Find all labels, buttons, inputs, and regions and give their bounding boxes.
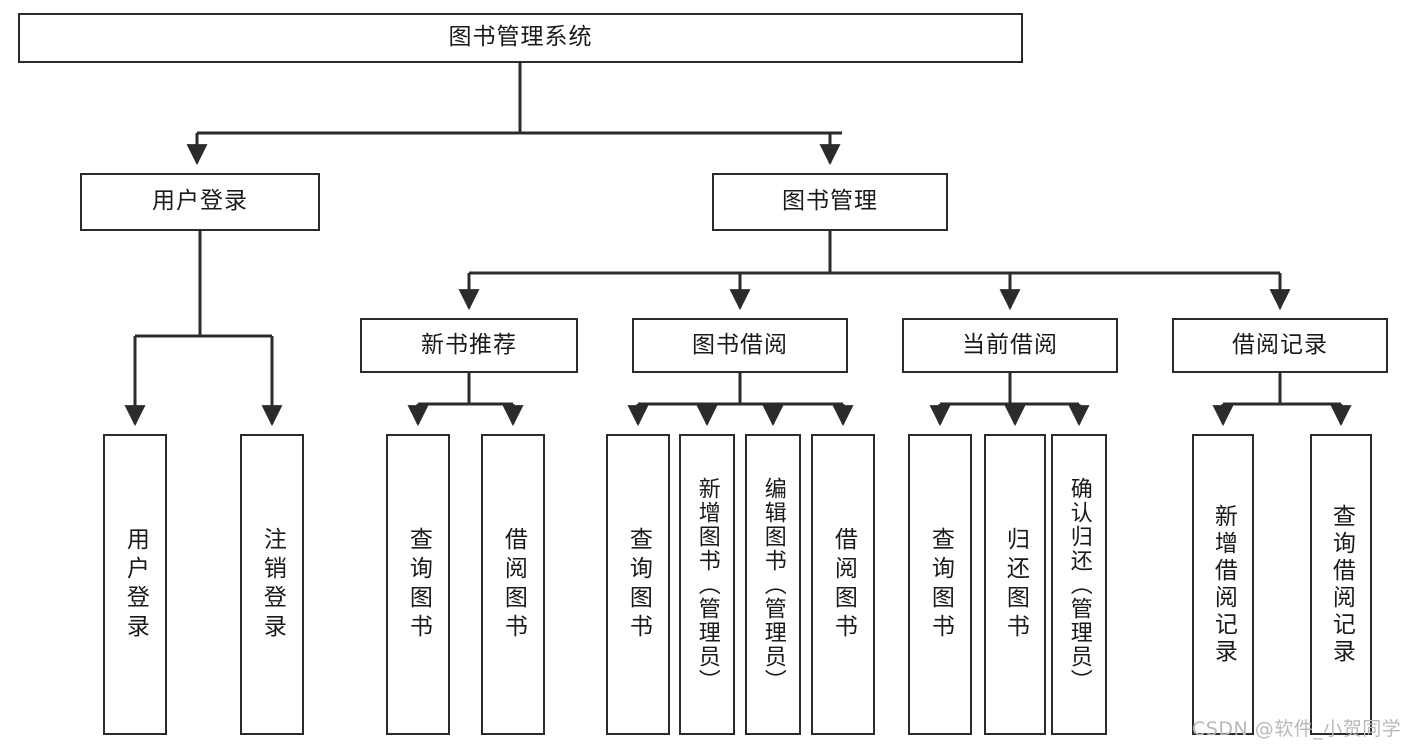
leaf-return-book[interactable]: 归还图书 bbox=[984, 434, 1046, 735]
leaf-query-record-label: 查询借阅记录 bbox=[1328, 503, 1355, 666]
leaf-query-book-2-label: 查询图书 bbox=[625, 526, 652, 643]
leaf-return-book-label: 归还图书 bbox=[1002, 526, 1029, 643]
node-book-borrow[interactable]: 图书借阅 bbox=[632, 318, 848, 373]
leaf-borrow-book-1-label: 借阅图书 bbox=[500, 526, 527, 643]
node-borrow-record-label: 借阅记录 bbox=[1232, 331, 1328, 358]
node-user-login-label: 用户登录 bbox=[152, 188, 248, 215]
leaf-query-book-1-label: 查询图书 bbox=[405, 526, 432, 643]
node-new-book-recommend[interactable]: 新书推荐 bbox=[360, 318, 578, 373]
node-root-label: 图书管理系统 bbox=[448, 24, 593, 51]
leaf-logout-login[interactable]: 注销登录 bbox=[240, 434, 304, 735]
leaf-logout-login-label: 注销登录 bbox=[259, 526, 286, 643]
leaf-add-book[interactable]: 新增图书（管理员） bbox=[679, 434, 735, 735]
node-new-book-recommend-label: 新书推荐 bbox=[421, 331, 517, 358]
leaf-edit-book-label: 编辑图书（管理员） bbox=[760, 476, 786, 693]
leaf-add-record-label: 新增借阅记录 bbox=[1210, 503, 1237, 666]
leaf-user-login-label: 用户登录 bbox=[122, 526, 149, 643]
leaf-borrow-book-2-label: 借阅图书 bbox=[830, 526, 857, 643]
leaf-borrow-book-1[interactable]: 借阅图书 bbox=[481, 434, 545, 735]
leaf-add-record[interactable]: 新增借阅记录 bbox=[1192, 434, 1254, 735]
node-book-manage[interactable]: 图书管理 bbox=[712, 173, 948, 231]
leaf-query-book-3[interactable]: 查询图书 bbox=[908, 434, 972, 735]
leaf-borrow-book-2[interactable]: 借阅图书 bbox=[811, 434, 875, 735]
node-user-login[interactable]: 用户登录 bbox=[80, 173, 320, 231]
leaf-query-book-3-label: 查询图书 bbox=[927, 526, 954, 643]
node-current-borrow[interactable]: 当前借阅 bbox=[902, 318, 1118, 373]
node-book-borrow-label: 图书借阅 bbox=[692, 331, 788, 358]
leaf-query-book-2[interactable]: 查询图书 bbox=[606, 434, 670, 735]
leaf-confirm-return-label: 确认归还（管理员） bbox=[1066, 476, 1092, 693]
leaf-user-login[interactable]: 用户登录 bbox=[103, 434, 167, 735]
leaf-confirm-return[interactable]: 确认归还（管理员） bbox=[1051, 434, 1107, 735]
leaf-edit-book[interactable]: 编辑图书（管理员） bbox=[745, 434, 801, 735]
node-borrow-record[interactable]: 借阅记录 bbox=[1172, 318, 1388, 373]
node-book-manage-label: 图书管理 bbox=[782, 188, 878, 215]
leaf-add-book-label: 新增图书（管理员） bbox=[694, 476, 720, 693]
node-current-borrow-label: 当前借阅 bbox=[962, 331, 1058, 358]
leaf-query-record[interactable]: 查询借阅记录 bbox=[1310, 434, 1372, 735]
leaf-query-book-1[interactable]: 查询图书 bbox=[386, 434, 450, 735]
node-root[interactable]: 图书管理系统 bbox=[18, 13, 1023, 63]
